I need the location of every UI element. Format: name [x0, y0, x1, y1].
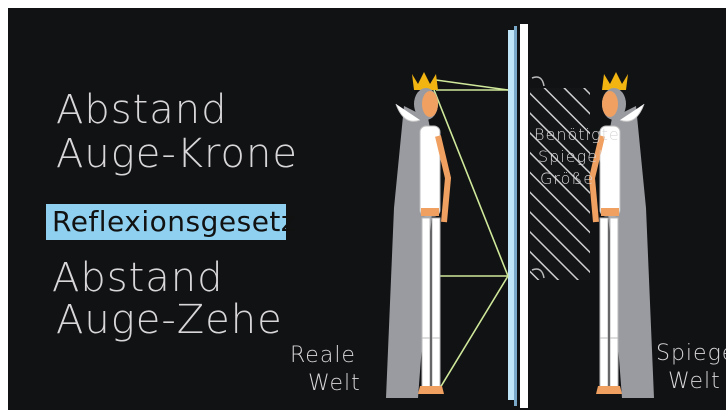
crown-icon: [412, 72, 438, 90]
mirror-edge: [514, 26, 517, 406]
note-groesse: Größe: [540, 170, 594, 188]
queen-real: [386, 72, 448, 398]
queen-mirror: [592, 72, 654, 398]
ray-lines: [434, 80, 508, 388]
angle-mark-top: [532, 77, 544, 86]
mirror-back: [520, 24, 528, 408]
mirror-diagram: [8, 8, 726, 410]
chalkboard: Abstand Auge-Krone Reflexionsgesetz Abst…: [8, 8, 726, 410]
note-benoetigte: Benötigte: [534, 126, 620, 144]
mirror-front: [508, 30, 514, 400]
note-spiegel: Spiegel: [538, 148, 604, 166]
crown-icon: [602, 72, 628, 90]
